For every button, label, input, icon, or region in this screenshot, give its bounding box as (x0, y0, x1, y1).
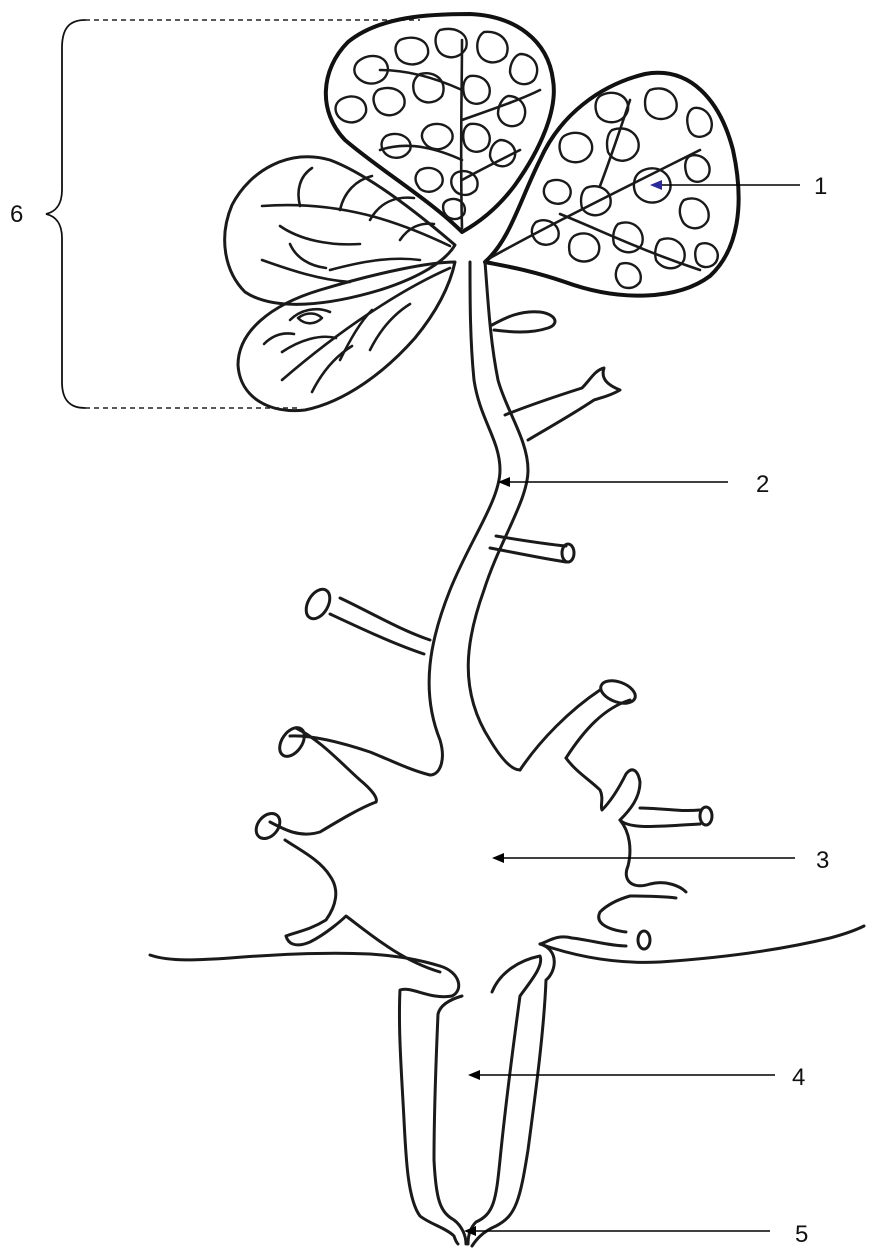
branch-right-a-end (598, 676, 639, 707)
label-5: 5 (795, 1221, 808, 1248)
bulb-right-side (566, 758, 700, 827)
bulb (251, 676, 712, 972)
cells-top-center (336, 29, 540, 228)
stem-left-edge (429, 262, 500, 775)
bulb-outline-left (290, 728, 430, 802)
ground-line (150, 926, 864, 966)
label-arrows (466, 185, 800, 1231)
curly-brace (46, 20, 85, 408)
bud-upper-right (492, 312, 555, 332)
stem-right-edge (468, 262, 528, 770)
ground-left (150, 953, 440, 966)
label-1: 1 (814, 173, 827, 200)
bulb-left-lower (286, 916, 440, 972)
label-3: 3 (816, 847, 829, 874)
branch-right-mid (490, 536, 566, 562)
lobe-left-lower (238, 262, 455, 411)
label-2: 2 (756, 471, 769, 498)
branch-right-b-end (700, 807, 712, 825)
leaf-cluster (225, 14, 739, 411)
ground-right (540, 926, 864, 962)
bulb-left-side (270, 802, 376, 936)
label-4: 4 (792, 1064, 805, 1091)
stem (429, 262, 528, 775)
branch-left-upper-end (301, 585, 334, 623)
root-tube (399, 944, 554, 1246)
branches (301, 312, 620, 654)
branch-left-b-end (251, 809, 284, 843)
tube-outer-right (472, 944, 554, 1246)
label-6: 6 (10, 201, 23, 228)
tube-inner-left (434, 996, 466, 1244)
tube-inner-right (468, 956, 541, 1244)
branch-left-a-end (275, 723, 310, 761)
branch-fork-right (505, 368, 620, 440)
branch-right-mid-end (562, 544, 574, 562)
branch-left-upper (330, 598, 430, 654)
tube-outer-left (399, 966, 458, 1244)
branch-right-c-end (638, 931, 650, 949)
bulb-right-lower (540, 820, 686, 946)
